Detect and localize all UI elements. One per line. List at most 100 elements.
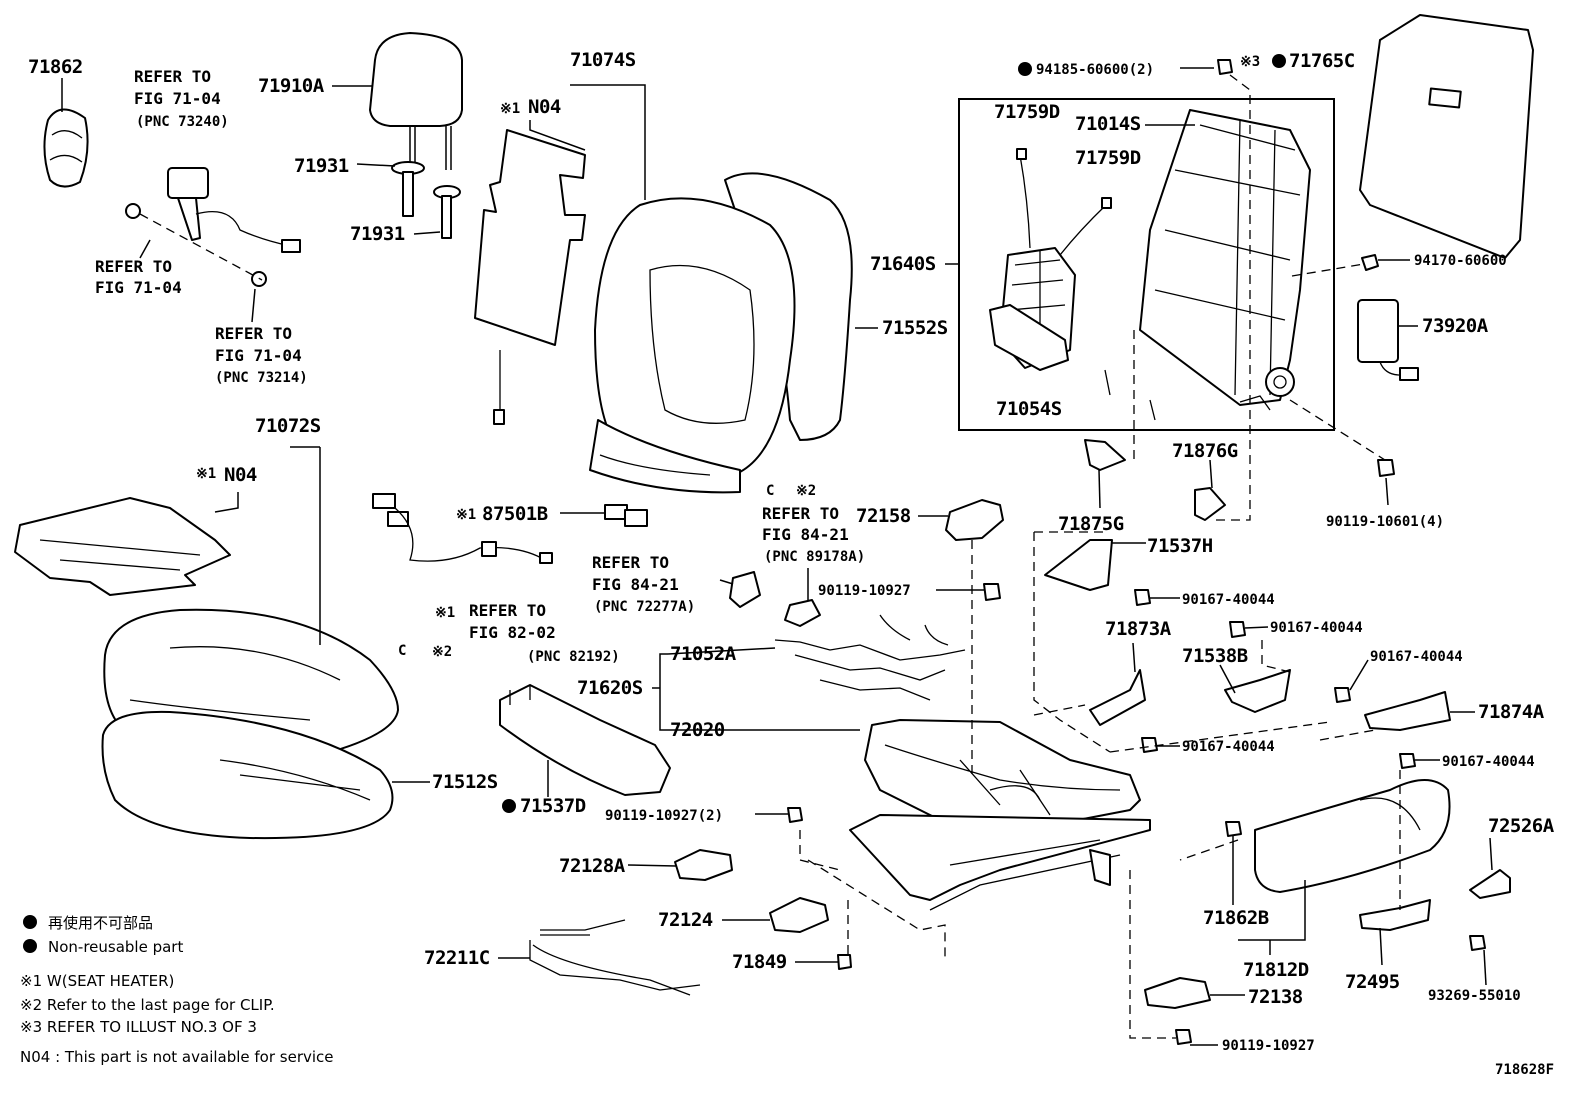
part-shape-71876G bbox=[1194, 487, 1226, 521]
dashed-lines bbox=[139, 74, 1401, 1039]
part-shape-72526A bbox=[1469, 869, 1511, 899]
label-72128A: 72128A bbox=[559, 855, 626, 877]
label-71538B: 71538B bbox=[1182, 645, 1248, 667]
legend-n04: N04 : This part is not available for ser… bbox=[20, 1048, 334, 1066]
frame-assembly-box bbox=[958, 98, 1335, 431]
ref-fig-84-21-72277A-line1: REFER TO bbox=[592, 553, 669, 572]
label-71759D-left: 71759D bbox=[994, 101, 1060, 123]
label-94170-60600: 94170-60600 bbox=[1414, 253, 1507, 269]
legend-note-3: ※3 REFER TO ILLUST NO.3 OF 3 bbox=[20, 1018, 257, 1036]
label-72158: 72158 bbox=[856, 505, 911, 527]
part-shape-headrest bbox=[369, 32, 463, 127]
part-shape-71052A bbox=[774, 639, 966, 681]
ref-fig-84-21-89178A-line1: REFER TO bbox=[762, 504, 839, 523]
part-shape-73920A bbox=[1357, 299, 1399, 363]
part-shape-71538B bbox=[1224, 669, 1291, 713]
label-71862: 71862 bbox=[28, 56, 83, 78]
part-shape-71862 bbox=[43, 108, 89, 188]
part-shape-72158 bbox=[945, 499, 1004, 541]
label-71072S: 71072S bbox=[255, 415, 321, 437]
part-shape-72495 bbox=[1359, 899, 1431, 931]
part-shape-seatback bbox=[594, 197, 796, 475]
ref-fig-84-21-72277A-line2: FIG 84-21 bbox=[592, 575, 679, 594]
note-1-n04-back: ※1 bbox=[500, 101, 520, 117]
label-71054S: 71054S bbox=[996, 398, 1062, 420]
non-reusable-dot-71537D bbox=[502, 799, 516, 813]
label-71849: 71849 bbox=[732, 951, 787, 973]
label-72138: 72138 bbox=[1248, 986, 1303, 1008]
label-72495: 72495 bbox=[1345, 971, 1400, 993]
label-71931-bottom: 71931 bbox=[350, 223, 405, 245]
figure-id: 718628F bbox=[1495, 1062, 1554, 1078]
label-71512S: 71512S bbox=[432, 771, 498, 793]
label-71812D: 71812D bbox=[1243, 959, 1309, 981]
legend-note-2: ※2 Refer to the last page for CLIP. bbox=[20, 996, 275, 1014]
legend-dot-en bbox=[23, 939, 37, 953]
part-shape-71873A bbox=[1089, 669, 1146, 726]
note-2-a: ※2 bbox=[796, 483, 816, 499]
label-90119-10927-b: 90119-10927 bbox=[1222, 1038, 1315, 1054]
part-shape-71537D bbox=[499, 684, 671, 796]
part-shape-buckle bbox=[167, 167, 209, 199]
ref-fig-71-04-73214-line1: REFER TO bbox=[215, 324, 292, 343]
part-shape-heater-back bbox=[474, 129, 586, 346]
legend: 再使用不可部品 Non-reusable part ※1 W(SEAT HEAT… bbox=[20, 914, 334, 1066]
part-shapes bbox=[14, 14, 1534, 1045]
leader-lines bbox=[61, 67, 1493, 1046]
label-71537H: 71537H bbox=[1147, 535, 1213, 557]
label-90119-10927-a: 90119-10927 bbox=[818, 583, 911, 599]
part-shape-71537H bbox=[1044, 539, 1113, 591]
label-71876G: 71876G bbox=[1172, 440, 1238, 462]
part-shape-72138 bbox=[1144, 977, 1211, 1009]
ref-fig-84-21-89178A-line2: FIG 84-21 bbox=[762, 525, 849, 544]
ref-fig-71-04-line1: REFER TO bbox=[95, 257, 172, 276]
label-90167-40044-b: 90167-40044 bbox=[1270, 620, 1363, 636]
part-shape-back-frame bbox=[1139, 109, 1311, 406]
label-71014S: 71014S bbox=[1075, 113, 1141, 135]
legend-note-1: ※1 W(SEAT HEATER) bbox=[20, 972, 174, 990]
note-1-87501B: ※1 bbox=[456, 507, 476, 523]
note-1-82192: ※1 bbox=[435, 605, 455, 621]
part-shape-71874A bbox=[1364, 691, 1451, 731]
clip-symbol-2: C bbox=[398, 643, 406, 659]
label-71052A: 71052A bbox=[670, 643, 737, 665]
label-90167-40044-d: 90167-40044 bbox=[1182, 739, 1275, 755]
note-2-b: ※2 bbox=[432, 644, 452, 660]
label-93269-55010: 93269-55010 bbox=[1428, 988, 1521, 1004]
label-71873A: 71873A bbox=[1105, 618, 1172, 640]
label-90119-10927-2: 90119-10927(2) bbox=[605, 808, 723, 824]
part-shape-71765C bbox=[1359, 14, 1534, 259]
reference-notes: REFER TO FIG 71-04 (PNC 73240) REFER TO … bbox=[95, 67, 865, 665]
label-90167-40044-c: 90167-40044 bbox=[1370, 649, 1463, 665]
part-shape-heater-cushion bbox=[14, 497, 231, 596]
label-90119-10601: 90119-10601(4) bbox=[1326, 514, 1444, 530]
part-shape-72128A bbox=[674, 849, 733, 881]
ref-fig-84-21-89178A-line3: (PNC 89178A) bbox=[764, 549, 865, 565]
label-90167-40044-e: 90167-40044 bbox=[1442, 754, 1535, 770]
label-71862B: 71862B bbox=[1203, 907, 1269, 929]
label-71640S: 71640S bbox=[870, 253, 936, 275]
label-73920A: 73920A bbox=[1422, 315, 1489, 337]
label-71765C: 71765C bbox=[1289, 50, 1355, 72]
part-shape-seat-tracks bbox=[849, 814, 1151, 901]
label-71620S: 71620S bbox=[577, 677, 643, 699]
non-reusable-dot-94185 bbox=[1018, 62, 1032, 76]
ref-fig-71-04-73240-line1: REFER TO bbox=[134, 67, 211, 86]
label-71537D: 71537D bbox=[520, 795, 586, 817]
ref-fig-71-04-line2: FIG 71-04 bbox=[95, 278, 182, 297]
label-71931-top: 71931 bbox=[294, 155, 349, 177]
label-87501B: 87501B bbox=[482, 503, 548, 525]
label-71759D-right: 71759D bbox=[1075, 147, 1141, 169]
label-71910A: 71910A bbox=[258, 75, 325, 97]
legend-dot-jp bbox=[23, 915, 37, 929]
note-1-n04-cushion: ※1 bbox=[196, 466, 216, 482]
legend-non-reusable-en: Non-reusable part bbox=[48, 938, 183, 956]
label-72020: 72020 bbox=[670, 719, 725, 741]
label-72211C: 72211C bbox=[424, 947, 490, 969]
ref-fig-71-04-73214-line3: (PNC 73214) bbox=[215, 370, 308, 386]
ref-fig-71-04-73240-line2: FIG 71-04 bbox=[134, 89, 221, 108]
non-reusable-dot-71765C bbox=[1272, 54, 1286, 68]
label-71552S: 71552S bbox=[882, 317, 948, 339]
label-71074S: 71074S bbox=[570, 49, 636, 71]
